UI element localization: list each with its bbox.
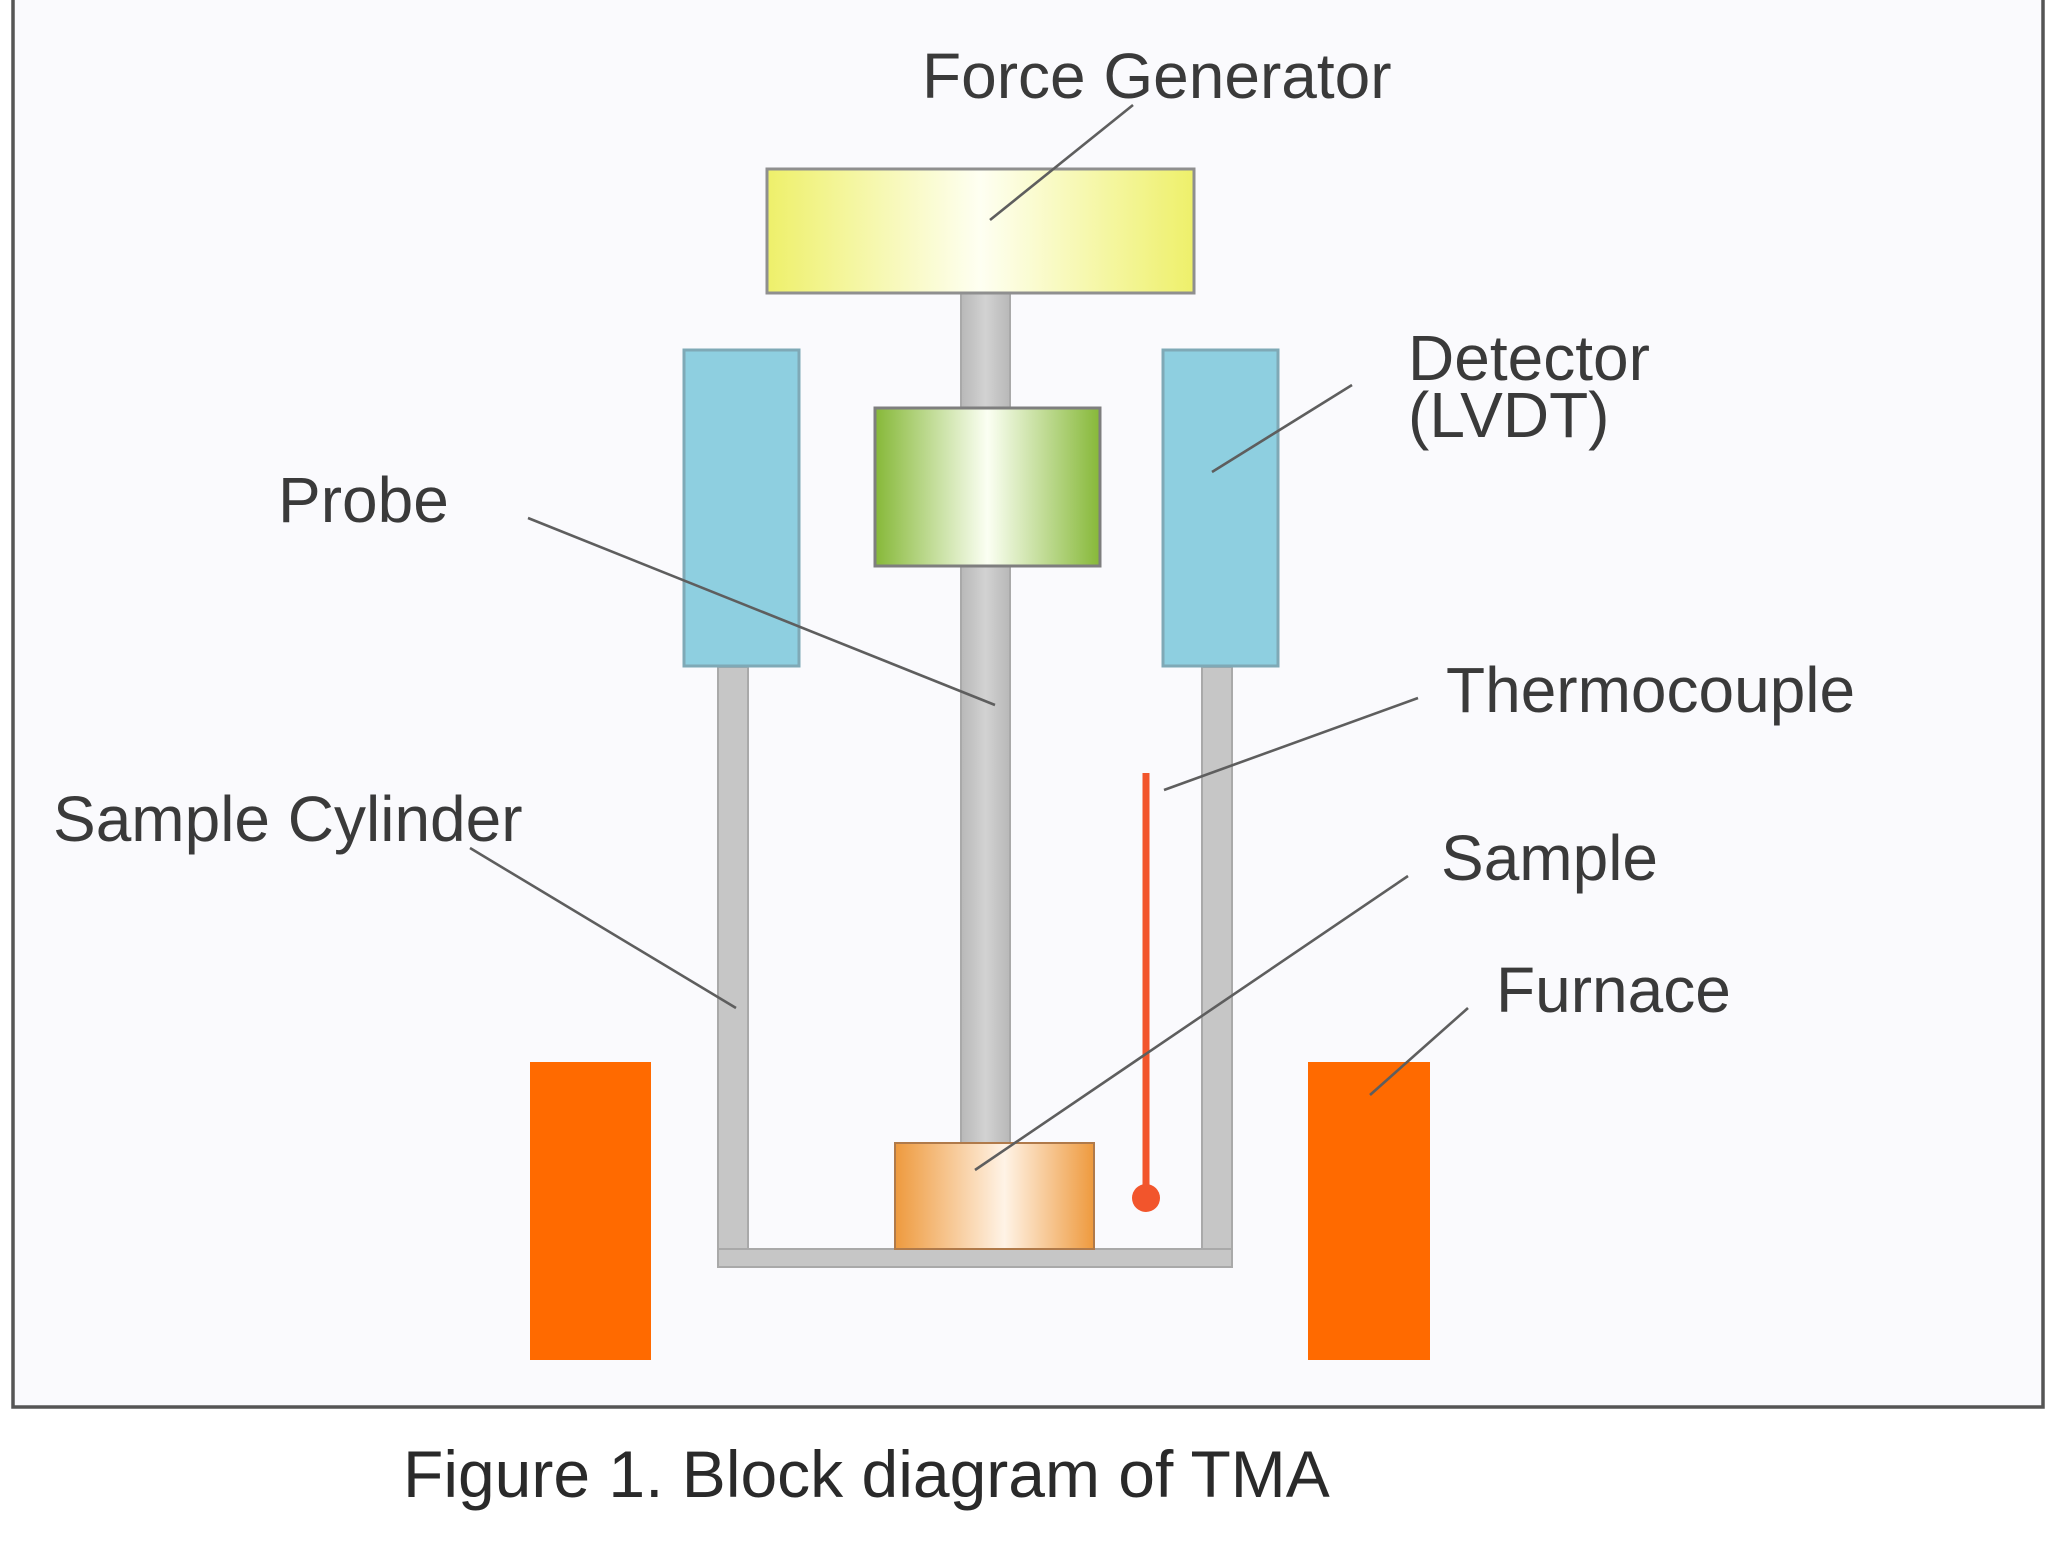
leader-sample <box>974 874 1409 1172</box>
furnace-left <box>530 1062 651 1360</box>
label-force-generator: Force Generator <box>922 40 1392 112</box>
leader-probe <box>527 516 996 707</box>
figure-caption: Figure 1. Block diagram of TMA <box>403 1437 1330 1511</box>
label-furnace: Furnace <box>1496 954 1731 1026</box>
leader-thermocouple <box>1163 696 1419 792</box>
label-detector: Detector <box>1408 322 1650 394</box>
leader-sample-cylinder <box>469 846 737 1010</box>
furnace-right <box>1308 1062 1430 1360</box>
label-sample: Sample <box>1441 822 1658 894</box>
label-detector-lvdt: (LVDT) <box>1408 379 1609 451</box>
label-thermocouple: Thermocouple <box>1446 654 1855 726</box>
detector-coil-right <box>1161 348 1280 668</box>
label-sample-cylinder: Sample Cylinder <box>53 783 523 855</box>
leader-furnace <box>1369 1007 1469 1096</box>
force-generator-block <box>765 167 1196 295</box>
thermocouple-probe <box>1132 773 1160 1212</box>
sample-block <box>894 1142 1095 1250</box>
leader-force-generator <box>989 103 1134 222</box>
label-probe: Probe <box>278 464 449 536</box>
leader-detector <box>1211 383 1353 474</box>
lvdt-core <box>873 406 1102 568</box>
detector-coil-left <box>682 348 801 668</box>
sample-cylinder <box>717 666 1233 1268</box>
